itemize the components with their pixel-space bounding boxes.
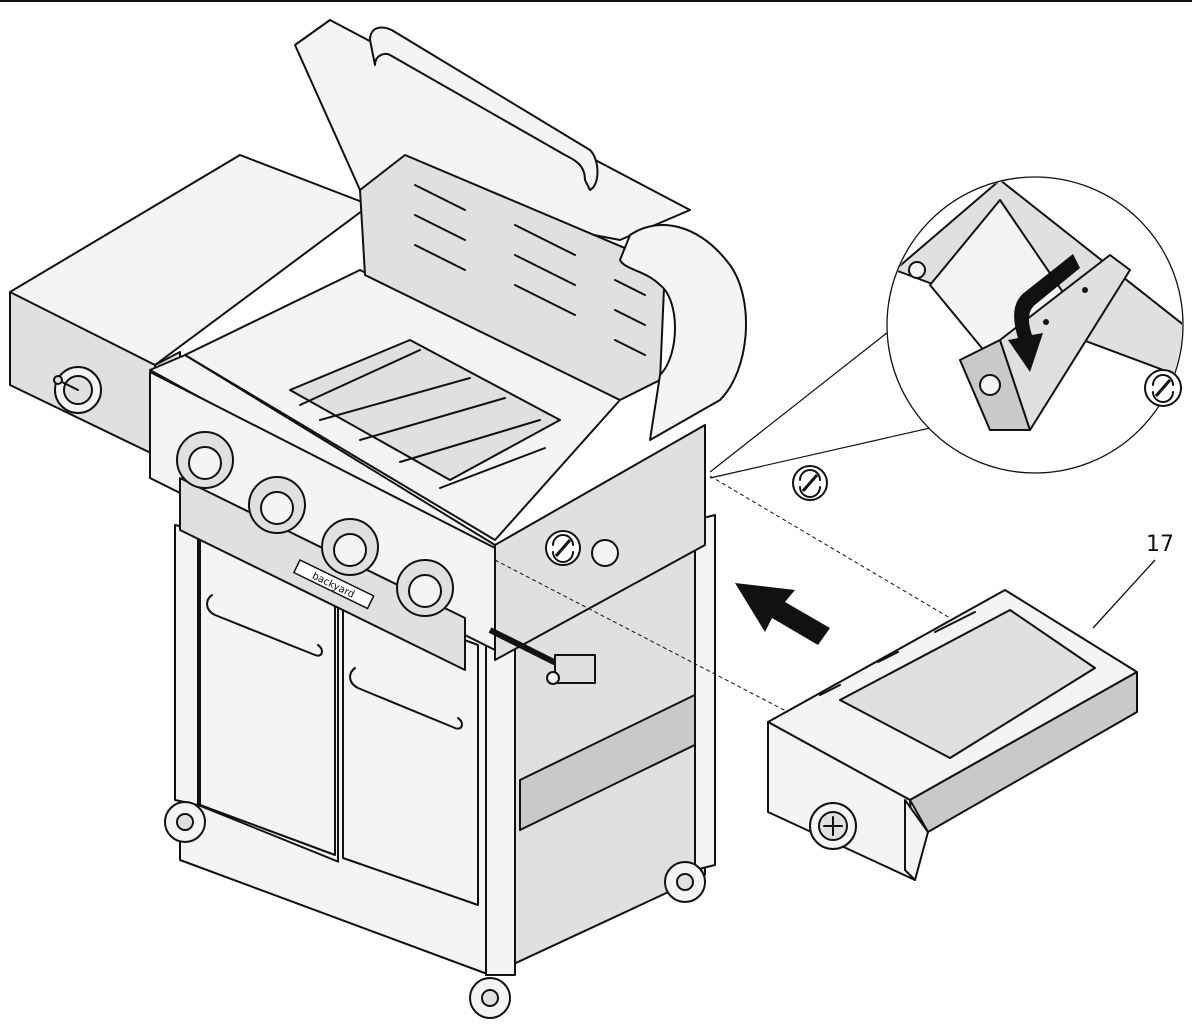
- alignment-guides: [494, 475, 951, 713]
- control-knobs: [176, 431, 454, 617]
- screwdriver-rotate-icon-side: [792, 465, 828, 501]
- cooking-grates: [289, 339, 561, 489]
- grill-assembly-illustration: backyard: [9, 19, 747, 1019]
- detail-magnifier-icon: [709, 176, 1184, 479]
- detail-screwdriver-rotate-icon: [1144, 369, 1182, 407]
- side-shelf-illustration: [767, 589, 1138, 881]
- callout-leader: [1092, 559, 1156, 629]
- caster-wheels: [164, 801, 706, 1019]
- open-lid: [294, 19, 747, 441]
- cart-cabinet: [174, 514, 716, 976]
- part-callout-17: 17: [1146, 532, 1174, 557]
- install-direction-arrow-icon: [735, 583, 830, 645]
- screwdriver-rotate-icon: [545, 530, 581, 566]
- gas-regulator: [488, 627, 596, 685]
- insert-arrow-icon: [1008, 254, 1080, 372]
